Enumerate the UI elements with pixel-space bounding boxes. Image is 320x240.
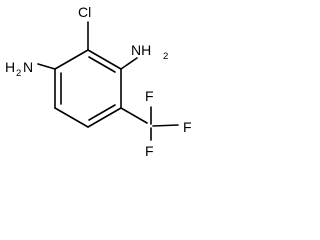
chlorine-label: Cl [78, 4, 91, 20]
ring-bond-top-left [54, 49, 89, 70]
ring-bond-bottom-right [87, 107, 122, 128]
amine-top-label: NH [131, 42, 151, 58]
bond-to-trifluoromethyl [120, 107, 148, 124]
fluorine-top-label: F [145, 88, 154, 104]
ring-double-bond-upper-right [88, 56, 116, 73]
bond-to-fluorine-right [152, 124, 179, 127]
fluorine-bottom-label: F [145, 143, 154, 159]
amine-left-n-label: N [23, 59, 33, 75]
ring-double-bond-lower-right [88, 104, 116, 121]
fluorine-right-label: F [183, 119, 192, 135]
amine-top-subscript: 2 [163, 51, 168, 62]
bond-to-amine-left [37, 63, 56, 70]
bond-to-amine-top [120, 57, 138, 70]
ring-bond-bottom-left [54, 107, 89, 128]
amine-left-h-label: H [5, 59, 15, 75]
amine-left-subscript: 2 [16, 68, 21, 79]
ring-bond-top-right [87, 49, 122, 70]
chemical-structure: Cl NH 2 H 2 N F F F [5, 4, 192, 159]
